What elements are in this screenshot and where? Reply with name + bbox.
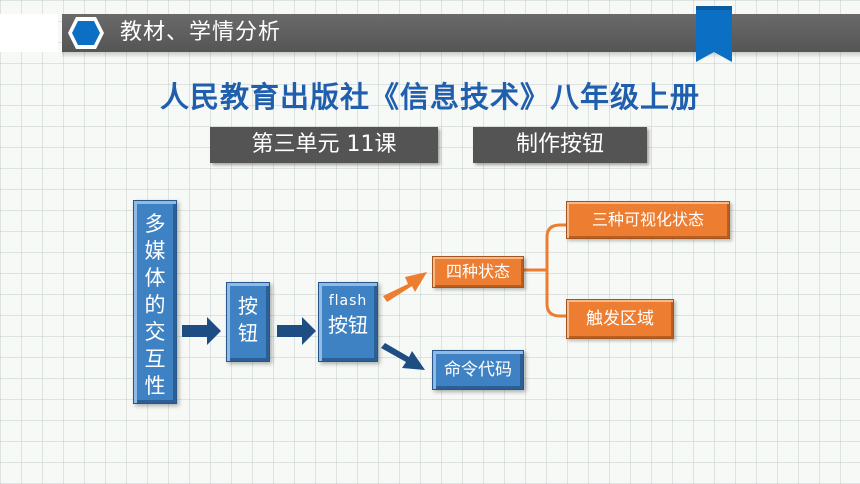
interactivity-char: 性 (144, 374, 166, 398)
lesson-label: 制作按钮 (473, 127, 647, 163)
flash-word: flash (328, 293, 368, 309)
interactivity-char: 的 (144, 293, 166, 317)
arrow-to-command (381, 343, 425, 370)
arrow-to-flash (277, 317, 316, 345)
bookmark-icon (696, 6, 732, 62)
interactivity-char: 体 (144, 266, 166, 290)
interactivity-box: 多 媒 体 的 交 互 性 (133, 200, 177, 404)
four-states-box: 四种状态 (432, 256, 524, 288)
unit-label: 第三单元 11课 (210, 127, 438, 163)
header-left-block (0, 14, 58, 52)
button-char: 钮 (238, 321, 258, 345)
interactivity-char: 媒 (144, 239, 166, 263)
button-char: 按 (238, 294, 258, 318)
interactivity-char: 多 (144, 212, 166, 236)
flash-button-box: flash 按钮 (318, 282, 378, 362)
command-code-box: 命令代码 (432, 350, 524, 390)
arrow-to-button (182, 317, 221, 345)
arrow-to-states (383, 272, 427, 302)
interactivity-char: 交 (144, 320, 166, 344)
button-box: 按 钮 (226, 282, 270, 362)
interactivity-char: 互 (144, 347, 166, 371)
header-shadow (62, 52, 860, 58)
header-title: 教材、学情分析 (120, 20, 282, 45)
flash-button-label: 按钮 (328, 313, 368, 337)
bracket-line (524, 223, 566, 318)
hexagon-icon (68, 17, 104, 49)
trigger-area-box: 触发区域 (566, 299, 674, 339)
main-title: 人民教育出版社《信息技术》八年级上册 (159, 80, 700, 114)
visual-states-box: 三种可视化状态 (566, 201, 730, 239)
